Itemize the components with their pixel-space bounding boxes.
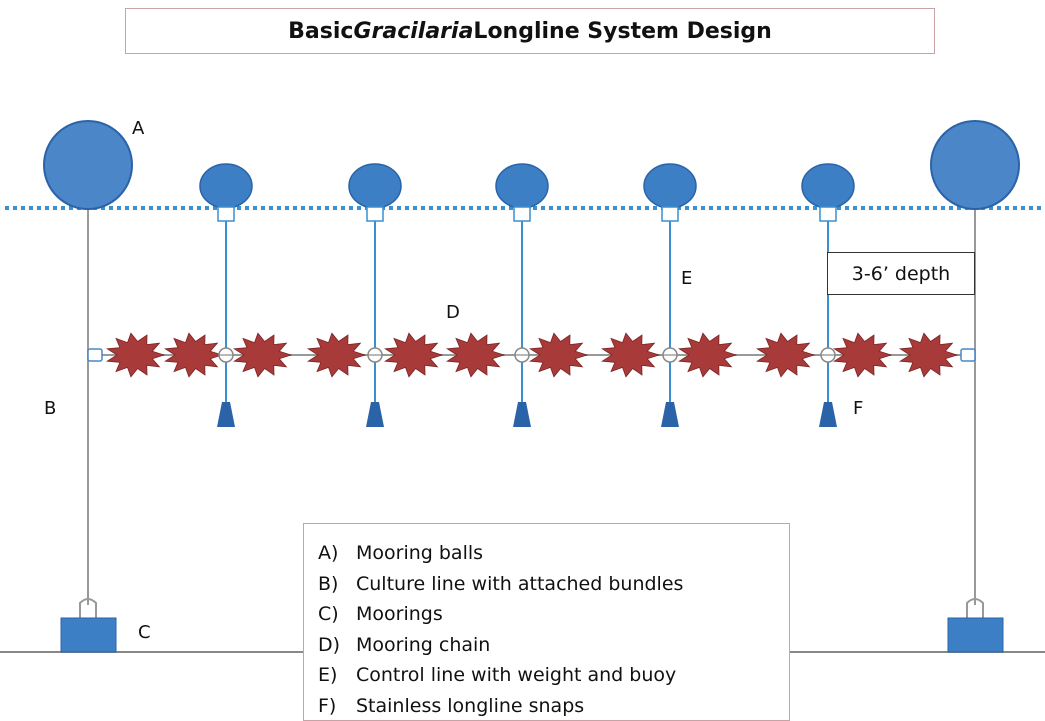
diagram-title: Basic Gracilaria Longline System Design [125, 8, 935, 54]
control-line-assembly [348, 163, 402, 427]
mooring-ball-left [43, 120, 133, 210]
mooring-ball-right [930, 120, 1020, 210]
legend-box: A) Mooring balls B) Culture line with atta… [303, 523, 790, 721]
control-weight [819, 402, 837, 427]
label-d: D [446, 302, 460, 323]
control-line-assembly [801, 163, 855, 427]
legend-key: C) [318, 603, 339, 626]
title-italic: Gracilaria [353, 18, 474, 44]
control-weight [217, 402, 235, 427]
legend-item: E) Control line with weight and buoy [318, 660, 789, 691]
control-weight [513, 402, 531, 427]
legend-key: D) [318, 633, 341, 656]
seaweed-bundle [755, 332, 816, 378]
control-lines [199, 163, 855, 427]
legend-text: Stainless longline snaps [356, 694, 585, 717]
mooring-block-right [947, 598, 1004, 653]
legend-key: E) [318, 664, 338, 687]
title-prefix: Basic [288, 18, 354, 44]
control-buoy [199, 163, 253, 209]
control-line-assembly [495, 163, 549, 427]
seaweed-bundle [383, 332, 444, 378]
buoy-snap [819, 206, 837, 222]
seaweed-bundle [306, 332, 367, 378]
legend-key: B) [318, 572, 339, 595]
label-b: B [44, 398, 57, 419]
line-snap-left [87, 348, 103, 362]
control-buoy [495, 163, 549, 209]
control-buoy [643, 163, 697, 209]
legend-item: A) Mooring balls [318, 538, 789, 569]
buoy-snap [661, 206, 679, 222]
seaweed-bundle [832, 332, 893, 378]
legend-item: C) Moorings [318, 599, 789, 630]
control-buoy [801, 163, 855, 209]
legend-item: F) Stainless longline snaps [318, 691, 789, 721]
depth-label-box: 3-6’ depth [827, 252, 975, 295]
legend-text: Mooring balls [356, 542, 484, 565]
seaweed-bundle [528, 332, 589, 378]
legend-key: F) [318, 694, 337, 717]
legend-text: Culture line with attached bundles [356, 572, 684, 595]
legend-text: Mooring chain [356, 633, 491, 656]
legend-text: Control line with weight and buoy [356, 664, 677, 687]
depth-label: 3-6’ depth [851, 262, 951, 285]
label-c: C [138, 622, 151, 643]
control-weight [366, 402, 384, 427]
label-e: E [681, 268, 693, 289]
control-buoy [348, 163, 402, 209]
title-suffix: Longline System Design [473, 18, 772, 44]
seaweed-bundle [677, 332, 738, 378]
control-weight [661, 402, 679, 427]
seaweed-bundle [163, 332, 224, 378]
legend-text: Moorings [356, 603, 443, 626]
legend-item: D) Mooring chain [318, 630, 789, 661]
label-a: A [132, 118, 145, 139]
line-snap-right [960, 348, 976, 362]
buoy-snap [513, 206, 531, 222]
seaweed-bundles [105, 332, 959, 378]
control-line-assembly [643, 163, 697, 427]
legend-item: B) Culture line with attached bundles [318, 569, 789, 600]
seaweed-bundle [232, 332, 293, 378]
control-line-assembly [199, 163, 253, 427]
seaweed-bundle [445, 332, 506, 378]
seaweed-bundle [898, 332, 959, 378]
buoy-snap [366, 206, 384, 222]
seaweed-bundle [105, 332, 166, 378]
seaweed-bundle [600, 332, 661, 378]
legend-key: A) [318, 542, 339, 565]
buoy-snap [217, 206, 235, 222]
label-f: F [853, 398, 864, 419]
mooring-block-left [60, 598, 117, 653]
